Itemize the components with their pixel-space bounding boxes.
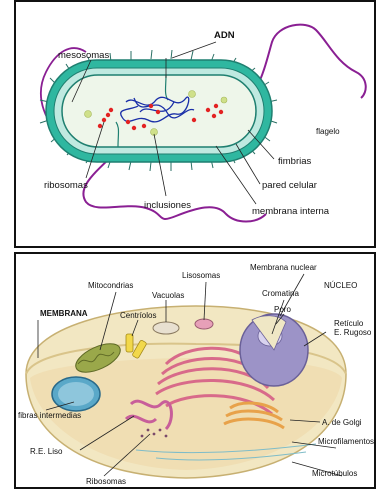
label-fibras-intermedias: fibras intermedias	[18, 411, 81, 420]
label-ribosomas: Ribosomas	[86, 477, 126, 486]
label-membrana-interna: membrana interna	[252, 206, 330, 217]
bacterium-illustration: ADN mesosomas flagelo fimbrias ribosomas…	[16, 2, 374, 246]
label-cromatina: Cromatina	[262, 289, 299, 298]
label-ribosomas: ribosomas	[44, 180, 88, 191]
label-mitocondrias: Mitocondrias	[88, 281, 133, 290]
bacterium-diagram-panel: ADN mesosomas flagelo fimbrias ribosomas…	[14, 0, 376, 248]
lysosome	[195, 319, 213, 329]
label-re-liso: R.E. Liso	[30, 447, 63, 456]
label-microfilamentos: Microfilamentos	[318, 437, 374, 446]
label-centriolos: Centríolos	[120, 311, 156, 320]
label-reticulo: Retículo	[334, 319, 364, 328]
label-vacuolas: Vacuolas	[152, 291, 184, 300]
label-fimbrias: fimbrias	[278, 156, 312, 167]
label-flagelo: flagelo	[316, 127, 340, 136]
label-pared-celular: pared celular	[262, 180, 317, 191]
cell-diagram-panel: Membrana nuclear Lisosomas NÚCLEO Mitoco…	[14, 252, 376, 489]
label-a-de-golgi: A. de Golgi	[322, 418, 362, 427]
label-e-rugoso: E. Rugoso	[334, 328, 372, 337]
label-lisosomas: Lisosomas	[182, 271, 220, 280]
label-adn: ADN	[214, 30, 235, 41]
leader-adn	[172, 42, 216, 58]
vacuole	[153, 322, 179, 334]
label-inclusiones: inclusiones	[144, 200, 191, 211]
label-nucleo: NÚCLEO	[324, 281, 357, 290]
label-microtubulos: Microtúbulos	[312, 469, 357, 478]
label-poro: Poro	[274, 305, 291, 314]
label-membrana: MEMBRANA	[40, 309, 88, 318]
large-vacuole-inner	[58, 382, 94, 406]
label-membrana-nuclear: Membrana nuclear	[250, 263, 317, 272]
cell-illustration: Membrana nuclear Lisosomas NÚCLEO Mitoco…	[16, 254, 374, 487]
label-mesosomas: mesosomas	[58, 50, 109, 61]
